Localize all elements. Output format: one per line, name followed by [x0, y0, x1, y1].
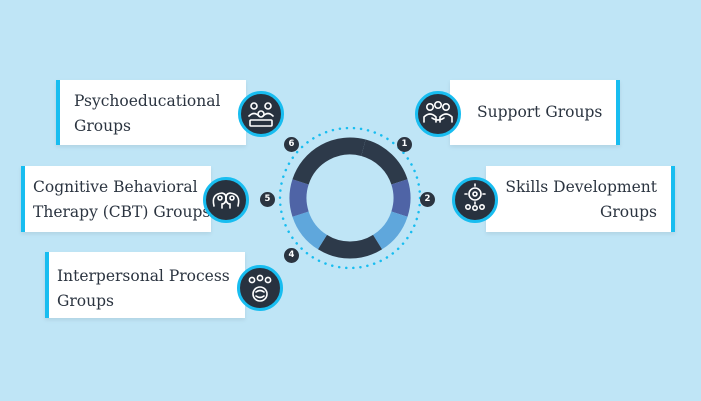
- card-cbt-groups: Cognitive Behavioral Therapy (CBT) Group…: [21, 166, 211, 232]
- card-label-line-2: Groups: [74, 117, 131, 135]
- card-label-line-1: Support Groups: [477, 103, 603, 121]
- card-label-line-1: Interpersonal Process: [57, 267, 230, 285]
- ring-segment-left-upper: [289, 179, 309, 217]
- step-number-1: 1: [397, 137, 412, 152]
- card-label-line-2: Therapy (CBT) Groups: [33, 203, 211, 221]
- ring-segment-right-upper: [391, 179, 411, 217]
- skills-development-icon: [452, 177, 498, 223]
- card-label-line-2: Groups: [600, 203, 657, 221]
- card-label-line-1: Psychoeducational: [74, 92, 221, 110]
- ring-segment-right-lower: [372, 211, 408, 250]
- interpersonal-process-icon: [237, 265, 283, 311]
- psychoeducation-icon: [238, 91, 284, 137]
- card-support-groups: Support Groups: [450, 80, 620, 145]
- card-label-line-1: Cognitive Behavioral: [33, 178, 198, 196]
- step-number-5: 5: [260, 192, 275, 207]
- ring-segment-top: [360, 139, 408, 185]
- step-number-6: 6: [284, 137, 299, 152]
- card-label-line-1: Skills Development: [505, 178, 657, 196]
- card-label-line-2: Groups: [57, 292, 114, 310]
- support-group-icon: [415, 91, 461, 137]
- cycle-ring: [278, 126, 422, 270]
- ring-segment-top-left: [292, 137, 366, 185]
- cbt-head-icon: [203, 177, 249, 223]
- card-skills-development-groups: Skills Development Groups: [486, 166, 675, 232]
- ring-segment-bottom: [317, 234, 383, 259]
- card-interpersonal-process-groups: Interpersonal Process Groups: [45, 252, 245, 318]
- card-psychoeducational-groups: Psychoeducational Groups: [56, 80, 246, 145]
- ring-segment-left-lower: [292, 211, 328, 250]
- step-number-4: 4: [284, 248, 299, 263]
- step-number-2: 2: [420, 192, 435, 207]
